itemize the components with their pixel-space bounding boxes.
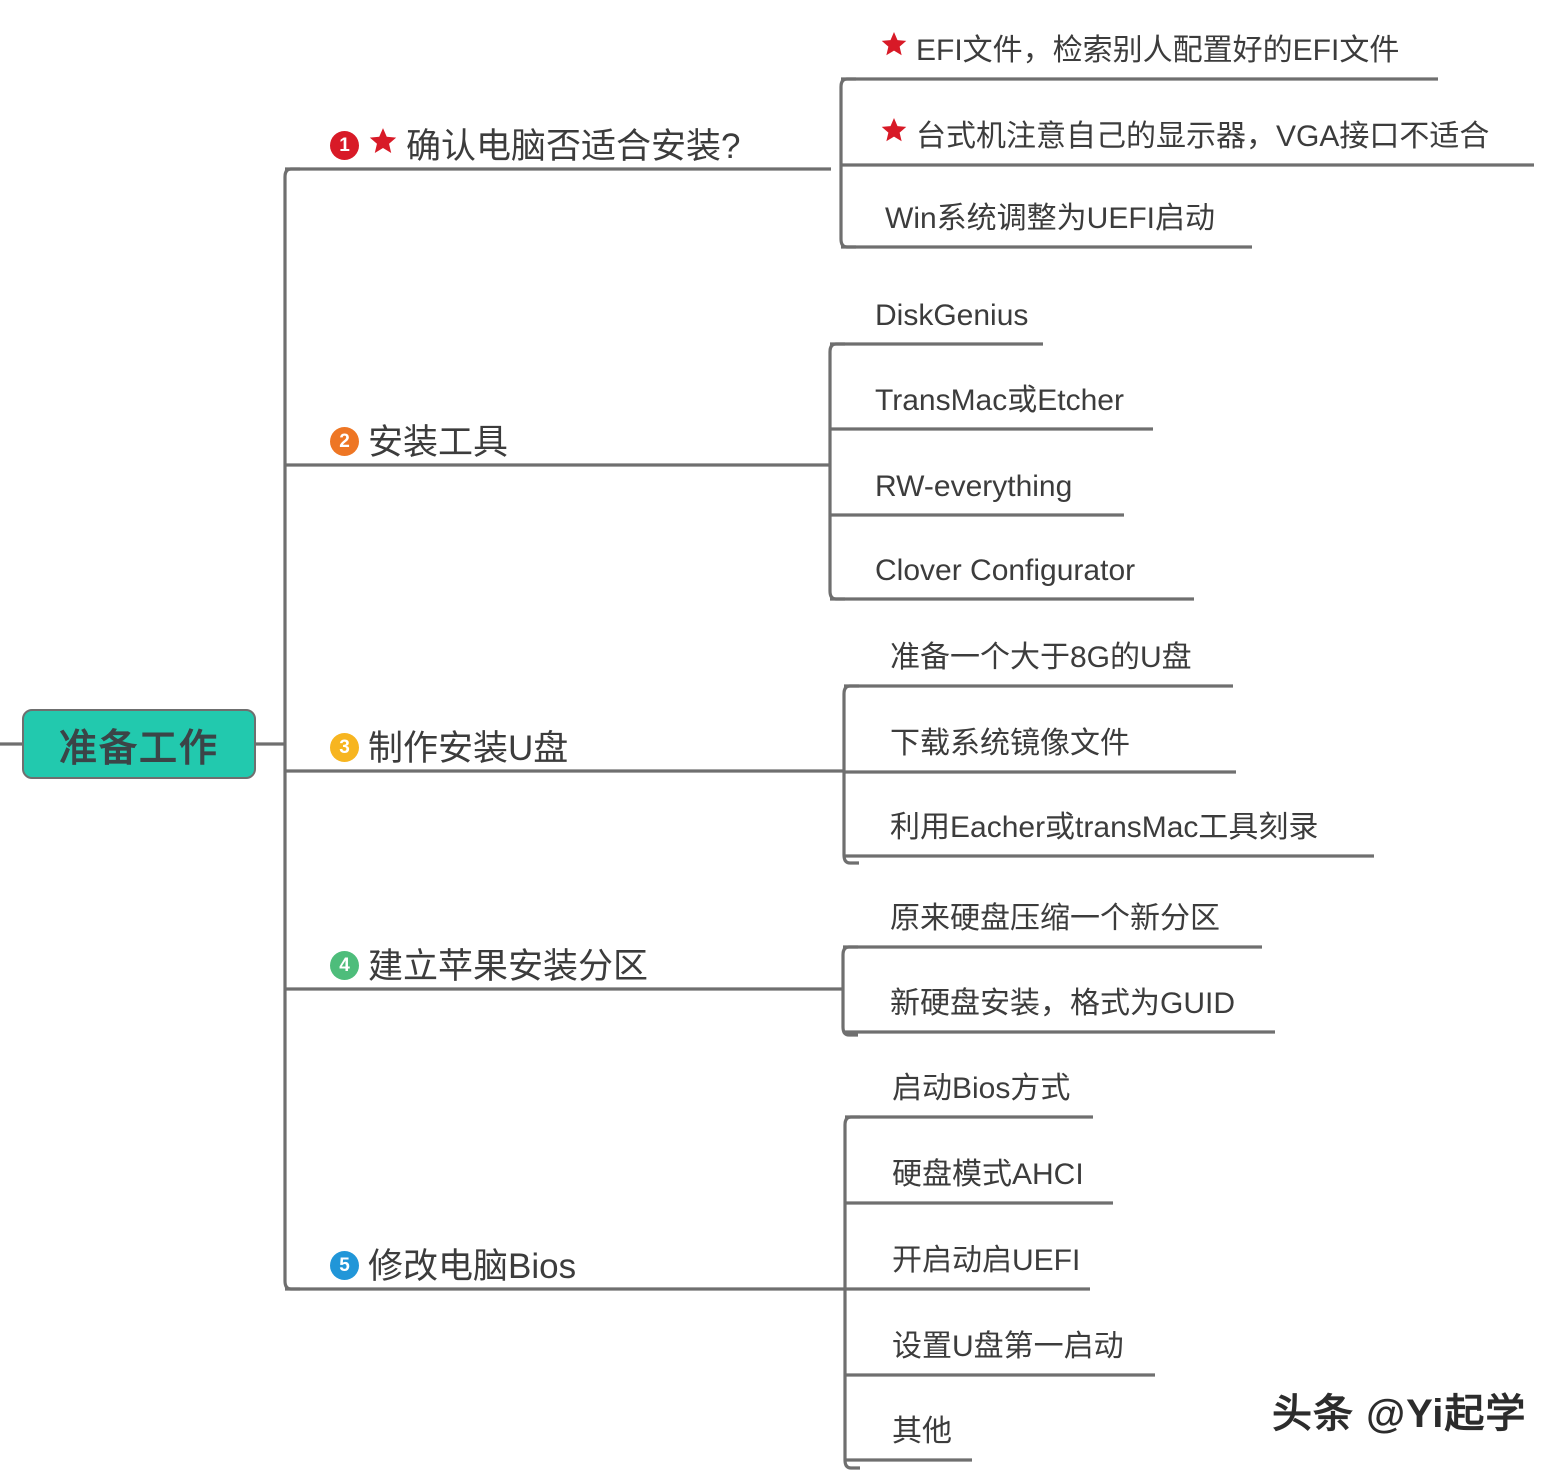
leaf-node-1-3[interactable]: Win系统调整为UEFI启动 bbox=[885, 190, 1215, 234]
leaf-node-2-2[interactable]: TransMac或Etcher bbox=[875, 372, 1124, 416]
leaf-node-2-1[interactable]: DiskGenius bbox=[875, 287, 1028, 331]
star-icon bbox=[880, 117, 908, 149]
badge-number-5: 5 bbox=[330, 1251, 359, 1280]
leaf-node-5-5[interactable]: 其他 bbox=[892, 1403, 952, 1447]
leaf-node-2-3[interactable]: RW-everything bbox=[875, 458, 1072, 502]
watermark: 头条 @Yi起学 bbox=[1272, 1392, 1527, 1436]
branch-label-1: 确认电脑否适合安装? bbox=[406, 127, 741, 166]
leaf-label: 设置U盘第一启动 bbox=[892, 1330, 1124, 1363]
leaf-node-2-4[interactable]: Clover Configurator bbox=[875, 542, 1135, 586]
branch-label-5: 修改电脑Bios bbox=[368, 1247, 577, 1286]
leaf-label: 新硬盘安装，格式为GUID bbox=[890, 987, 1235, 1020]
leaf-node-5-2[interactable]: 硬盘模式AHCI bbox=[892, 1146, 1084, 1190]
leaf-label: 准备一个大于8G的U盘 bbox=[890, 641, 1192, 674]
leaf-node-4-1[interactable]: 原来硬盘压缩一个新分区 bbox=[890, 890, 1220, 934]
leaf-label: Win系统调整为UEFI启动 bbox=[885, 202, 1215, 235]
branch-node-3[interactable]: 3 制作安装U盘 bbox=[330, 714, 568, 766]
leaf-label: 利用Eacher或transMac工具刻录 bbox=[890, 811, 1319, 844]
leaf-node-1-1[interactable]: EFI文件，检索别人配置好的EFI文件 bbox=[880, 22, 1399, 66]
leaf-node-5-1[interactable]: 启动Bios方式 bbox=[892, 1060, 1070, 1104]
leaf-node-4-2[interactable]: 新硬盘安装，格式为GUID bbox=[890, 975, 1235, 1019]
branch-label-4: 建立苹果安装分区 bbox=[368, 947, 649, 986]
branch-node-1[interactable]: 1 确认电脑否适合安装? bbox=[330, 112, 740, 164]
branch-node-2[interactable]: 2 安装工具 bbox=[330, 408, 508, 460]
leaf-label: 台式机注意自己的显示器，VGA接口不适合 bbox=[916, 120, 1490, 153]
leaf-node-1-2[interactable]: 台式机注意自己的显示器，VGA接口不适合 bbox=[880, 108, 1489, 152]
branch-label-3: 制作安装U盘 bbox=[368, 729, 569, 768]
badge-number-4: 4 bbox=[330, 951, 359, 980]
leaf-node-3-1[interactable]: 准备一个大于8G的U盘 bbox=[890, 629, 1192, 673]
leaf-label: 其他 bbox=[892, 1415, 952, 1448]
leaf-label: 下载系统镜像文件 bbox=[890, 727, 1130, 760]
branch-node-4[interactable]: 4 建立苹果安装分区 bbox=[330, 932, 648, 984]
leaf-label: DiskGenius bbox=[875, 299, 1029, 332]
leaf-label: TransMac或Etcher bbox=[875, 384, 1124, 417]
leaf-node-3-2[interactable]: 下载系统镜像文件 bbox=[890, 715, 1130, 759]
root-node[interactable]: 准备工作 bbox=[22, 709, 256, 779]
badge-number-3: 3 bbox=[330, 733, 359, 762]
branch-label-2: 安装工具 bbox=[368, 423, 509, 462]
leaf-label: 启动Bios方式 bbox=[892, 1072, 1071, 1105]
leaf-label: 硬盘模式AHCI bbox=[892, 1158, 1084, 1191]
leaf-node-3-3[interactable]: 利用Eacher或transMac工具刻录 bbox=[890, 799, 1318, 843]
branch-node-5[interactable]: 5 修改电脑Bios bbox=[330, 1232, 576, 1284]
root-node-label: 准备工作 bbox=[58, 727, 219, 770]
badge-number-2: 2 bbox=[330, 427, 359, 456]
star-icon bbox=[880, 31, 908, 63]
leaf-node-5-3[interactable]: 开启动启UEFI bbox=[892, 1232, 1080, 1276]
leaf-label: 原来硬盘压缩一个新分区 bbox=[890, 902, 1220, 935]
badge-number-1: 1 bbox=[330, 131, 359, 160]
leaf-node-5-4[interactable]: 设置U盘第一启动 bbox=[892, 1318, 1124, 1362]
star-icon bbox=[368, 127, 398, 161]
leaf-label: 开启动启UEFI bbox=[892, 1244, 1081, 1277]
leaf-label: RW-everything bbox=[875, 470, 1073, 503]
leaf-label: EFI文件，检索别人配置好的EFI文件 bbox=[916, 34, 1400, 67]
leaf-label: Clover Configurator bbox=[875, 554, 1136, 587]
